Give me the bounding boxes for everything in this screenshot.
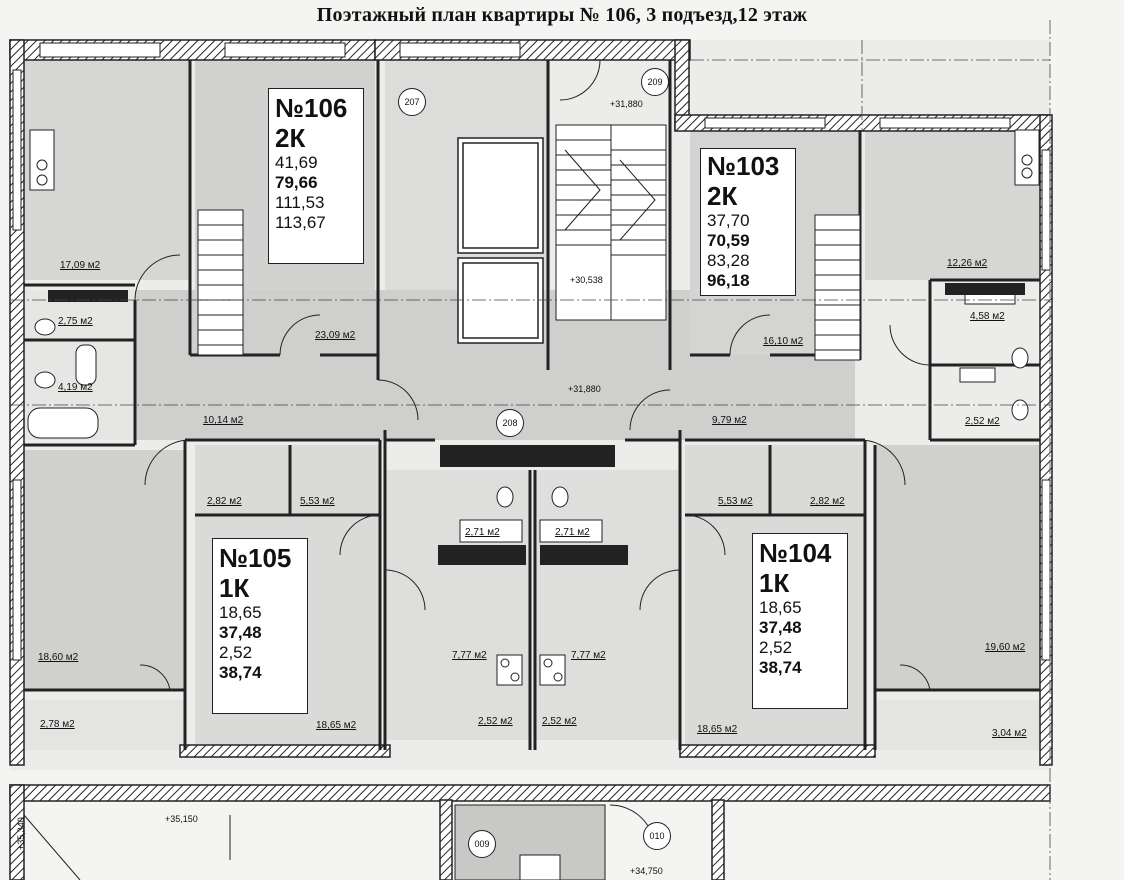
room-area-label: 12,26 м2 [947, 258, 988, 269]
apartment-value: 83,28 [707, 251, 750, 270]
elevation-mark: +35,150 [165, 814, 198, 824]
apartment-value: 70,59 [707, 231, 750, 250]
apartment-value: 37,48 [759, 618, 802, 637]
room-fill [875, 445, 1045, 690]
room-area-label: 2,52 м2 [965, 416, 1000, 427]
apartment-type: 1К [219, 573, 250, 603]
apartment-value: 18,65 [759, 598, 802, 617]
apartment-value: 79,66 [275, 173, 318, 192]
room-number-circle: 010 [643, 822, 671, 850]
room-area-label: 18,65 м2 [316, 720, 357, 731]
apartment-type: 1К [759, 568, 790, 598]
apartment-box-103: №103 2К 37,70 70,59 83,28 96,18 [700, 148, 796, 296]
room-number-circle: 208 [496, 409, 524, 437]
room-area-label: 2,52 м2 [478, 716, 513, 727]
apartment-value: 38,74 [759, 658, 802, 677]
room-number-circle: 209 [641, 68, 669, 96]
apartment-value: 18,65 [219, 603, 262, 622]
room-fill [875, 700, 1045, 750]
room-area-label: 2,82 м2 [810, 496, 845, 507]
room-fill [20, 450, 185, 690]
room-area-label: 2,71 м2 [465, 527, 500, 538]
room-area-label: 18,65 м2 [697, 724, 738, 735]
room-area-label: 2,78 м2 [40, 719, 75, 730]
elevation-mark: +31,880 [568, 384, 601, 394]
room-area-label: 5,53 м2 [300, 496, 335, 507]
apartment-box-105: №105 1К 18,65 37,48 2,52 38,74 [212, 538, 308, 714]
apartment-number: №104 [759, 538, 832, 568]
apartment-type: 2К [707, 181, 738, 211]
room-area-label: 4,19 м2 [58, 382, 93, 393]
room-area-label: 19,60 м2 [985, 642, 1026, 653]
apartment-value: 111,53 [275, 193, 325, 212]
apartment-value: 113,67 [275, 213, 326, 232]
elevation-mark: +30,538 [570, 275, 603, 285]
inner-stairs-left [197, 209, 244, 356]
room-area-label: 3,04 м2 [992, 728, 1027, 739]
apartment-box-106: №106 2К 41,69 79,66 111,53 113,67 [268, 88, 364, 264]
room-area-label: 18,60 м2 [38, 652, 79, 663]
room-area-label: 17,09 м2 [60, 260, 101, 271]
apartment-value: 37,48 [219, 623, 262, 642]
room-area-label: 23,09 м2 [315, 330, 356, 341]
apartment-value: 96,18 [707, 271, 750, 290]
apartment-value: 38,74 [219, 663, 262, 682]
room-area-label: 7,77 м2 [452, 650, 487, 661]
room-area-label: 2,82 м2 [207, 496, 242, 507]
apartment-number: №106 [275, 93, 348, 123]
page-title: Поэтажный план квартиры № 106, 3 подъезд… [316, 4, 808, 26]
apartment-value: 41,69 [275, 153, 318, 172]
apartment-number: №105 [219, 543, 292, 573]
axis-lines [10, 20, 1051, 880]
elevation-mark: +31,880 [610, 99, 643, 109]
room-area-label: 9,79 м2 [712, 415, 747, 426]
doors [134, 59, 931, 691]
apartment-value: 2,52 [759, 638, 793, 657]
room-area-label: 2,71 м2 [555, 527, 590, 538]
elevation-mark: +34,750 [630, 866, 663, 876]
apartment-type: 2К [275, 123, 306, 153]
fixtures [27, 129, 1040, 686]
apartment-number: №103 [707, 151, 780, 181]
room-area-label: 2,75 м2 [58, 316, 93, 327]
room-area-label: 5,53 м2 [718, 496, 753, 507]
inner-stairs-right [814, 214, 861, 361]
room-area-label: 2,52 м2 [542, 716, 577, 727]
room-area-label: 10,14 м2 [203, 415, 244, 426]
windows [12, 42, 1051, 661]
room-area-label: 16,10 м2 [763, 336, 804, 347]
lower-fragment [23, 804, 656, 880]
apartment-value: 37,70 [707, 211, 750, 230]
room-fill [20, 700, 185, 750]
elevator-shafts [457, 137, 544, 344]
room-area-label: 7,77 м2 [571, 650, 606, 661]
room-fill [385, 470, 530, 740]
apartment-box-104: №104 1К 18,65 37,48 2,52 38,74 [752, 533, 848, 709]
room-number-circle: 009 [468, 830, 496, 858]
room-fill [535, 470, 680, 740]
apartment-value: 2,52 [219, 643, 253, 662]
room-area-label: 4,58 м2 [970, 311, 1005, 322]
main-stairs [555, 124, 667, 321]
elevation-mark: +35,340 [16, 817, 26, 850]
shafts-dark [48, 283, 1025, 565]
room-number-circle: 207 [398, 88, 426, 116]
